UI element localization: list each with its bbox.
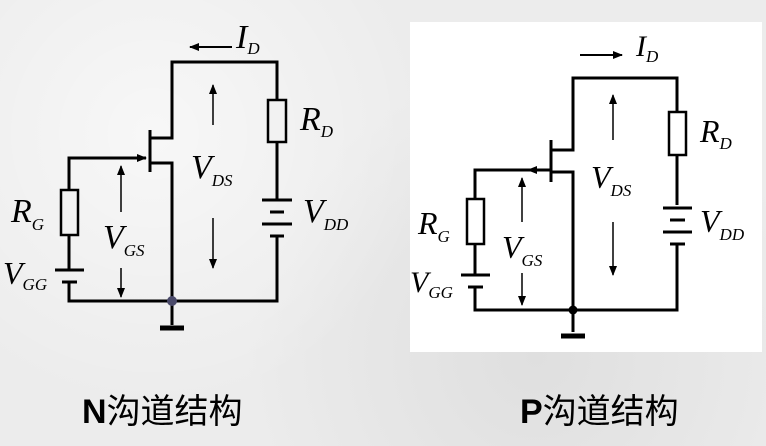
n-vgg-label: VGG (3, 255, 47, 294)
p-circuit-panel (410, 22, 762, 352)
n-ground-node (167, 296, 177, 306)
p-vgs-label: VGS (502, 229, 543, 270)
n-vgg-battery (55, 268, 84, 284)
n-vdd-label: VDD (303, 193, 349, 234)
n-gate-wire (67, 154, 147, 190)
p-id-label: ID (635, 30, 659, 66)
p-vgg-battery (461, 273, 490, 289)
n-vds-label: VDS (191, 149, 233, 190)
p-caption-letter: P (520, 393, 543, 431)
p-rd-label: RD (699, 113, 733, 153)
p-gate-wire (473, 168, 551, 198)
n-rd-resistor (266, 98, 288, 144)
n-vgs-label: VGS (103, 219, 145, 260)
n-caption-text: 沟道结构 (106, 393, 243, 431)
p-jfet-transistor (549, 140, 575, 310)
n-annotation-arrows (117, 43, 232, 298)
n-vdd-battery (262, 198, 292, 238)
n-channel-circuit (55, 60, 292, 331)
n-rg-label: RG (10, 193, 44, 234)
p-vds-label: VDS (591, 159, 632, 200)
n-id-label: ID (235, 19, 260, 58)
n-channel-caption: N沟道结构 (82, 384, 243, 433)
p-channel-caption: P沟道结构 (520, 384, 679, 433)
p-rg-label: RG (417, 205, 450, 246)
n-rg-resistor (59, 188, 80, 237)
n-rd-label: RD (299, 101, 334, 141)
p-annotation-arrows (518, 51, 623, 306)
p-vgg-label: VGG (410, 266, 453, 302)
p-ground-node (568, 305, 578, 315)
n-drain-wire (170, 60, 279, 125)
p-caption-text: 沟道结构 (542, 393, 679, 431)
n-caption-letter: N (82, 393, 107, 431)
p-drain-wire (571, 76, 679, 148)
n-jfet-transistor (148, 125, 174, 301)
p-vdd-label: VDD (700, 203, 745, 244)
